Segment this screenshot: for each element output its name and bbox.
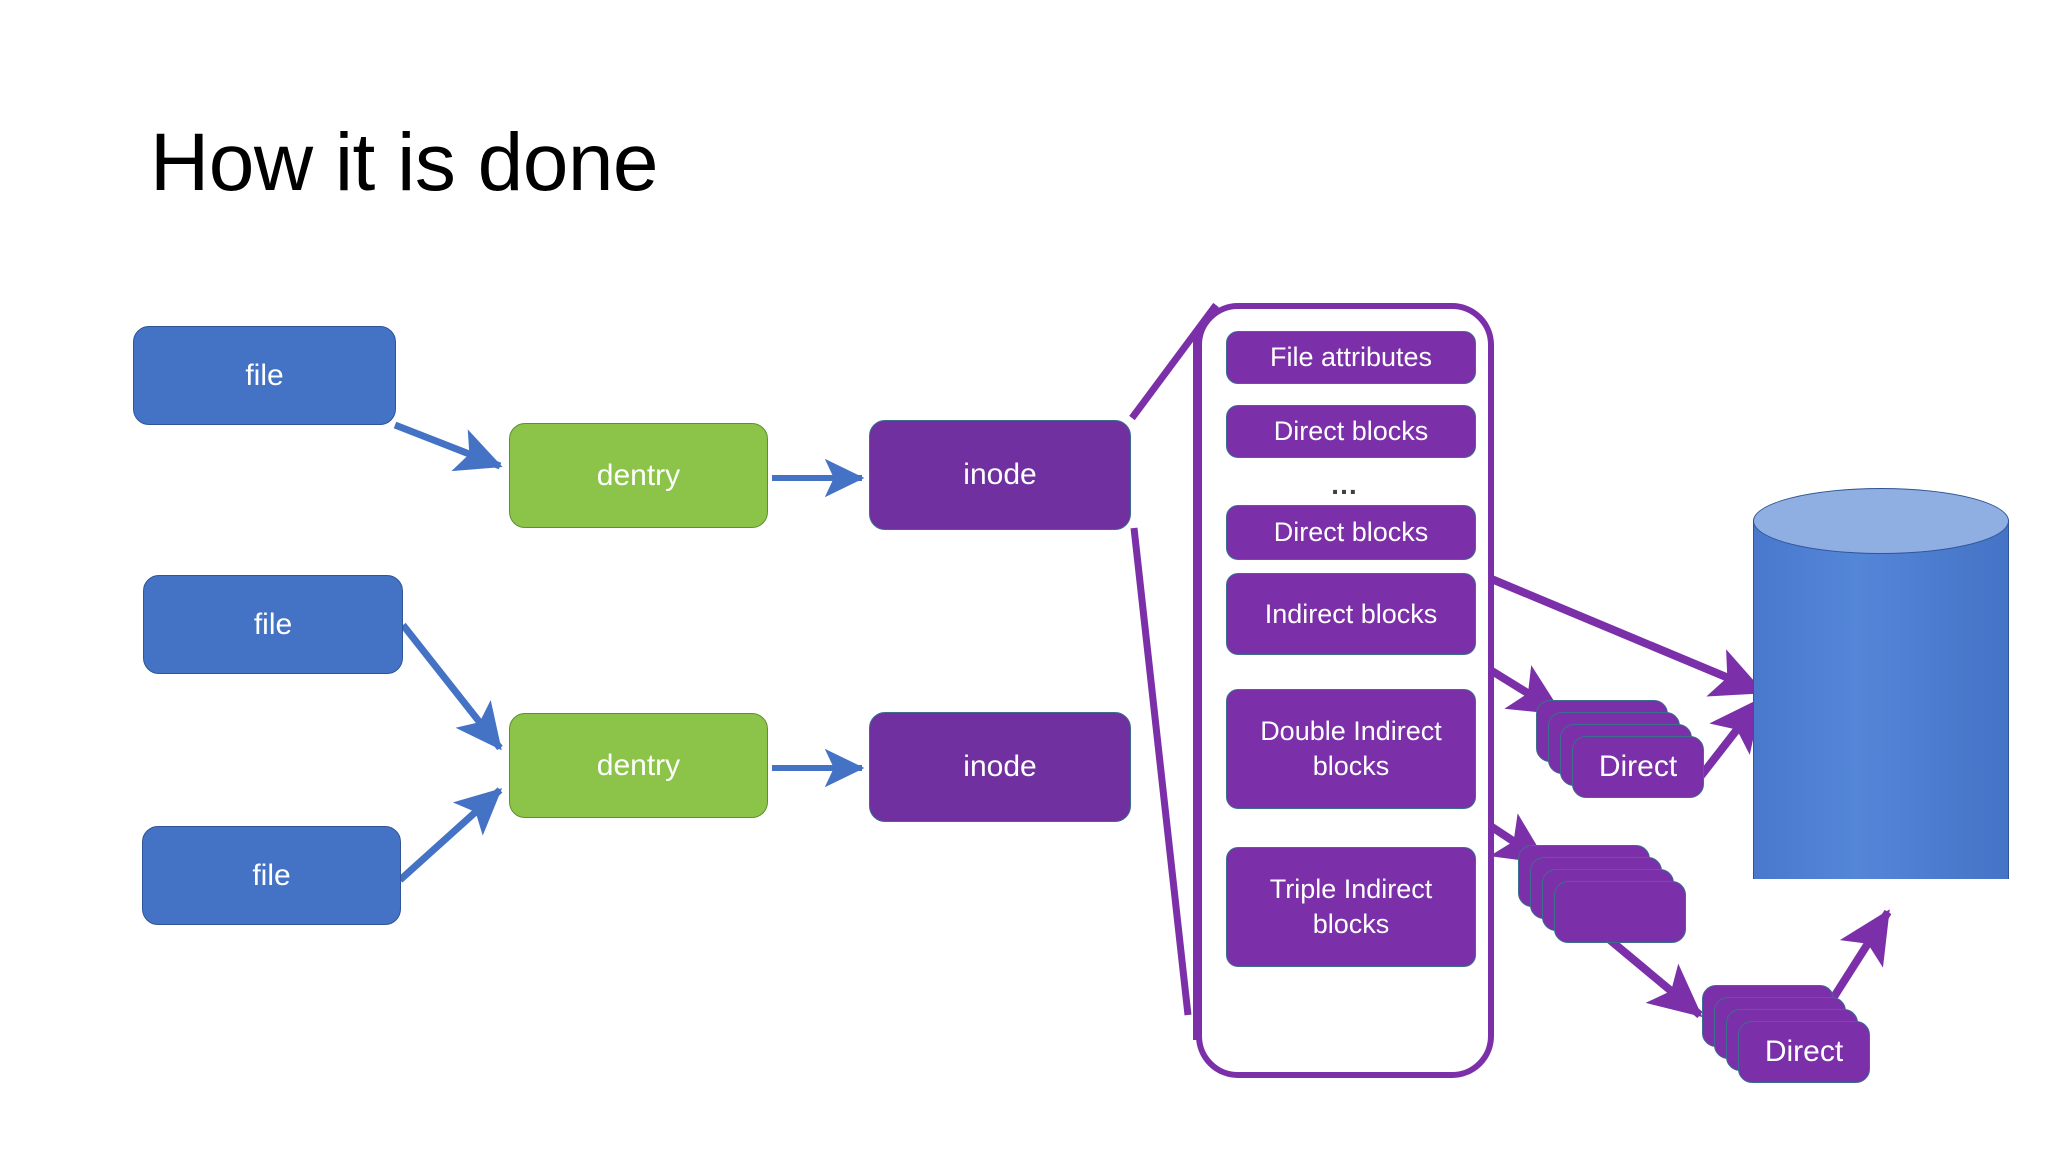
inode-field-file-attributes-label: File attributes [1269,342,1433,373]
inode-field-double-indirect-blocks-label: Double Indirect blocks [1260,716,1442,781]
edge-stack2-stack3 [1607,936,1703,1019]
block-stack-3-label: Direct [1764,1035,1844,1068]
inode-field-indirect-blocks[interactable]: Indirect blocks [1226,573,1476,655]
block-card-top[interactable]: Direct [1738,1021,1870,1083]
inode-field-triple-indirect-blocks-label: Triple Indirect blocks [1269,874,1433,939]
inode-field-direct-blocks-2[interactable]: Direct blocks [1226,505,1476,560]
block-stack-2[interactable] [1518,845,1686,945]
node-dentry-1[interactable]: dentry [509,423,768,528]
node-file-1[interactable]: file [133,326,396,425]
node-file-2-label: file [253,607,293,641]
inode-field-triple-indirect-blocks[interactable]: Triple Indirect blocks [1226,847,1476,967]
node-dentry-1-label: dentry [596,458,681,492]
node-dentry-2-label: dentry [596,748,681,782]
disk-top-ellipse [1753,488,2009,554]
disk-body [1753,521,2009,879]
edge-file1-dentry1 [393,421,503,472]
edge-inode1-panel-lower [1130,527,1192,1016]
inode-detail-panel: File attributes Direct blocks … Direct b… [1196,303,1494,1078]
block-card-top[interactable]: Direct [1572,736,1704,798]
inode-field-ellipsis: … [1330,469,1360,500]
node-inode-2-label: inode [963,750,1037,784]
node-file-1-label: file [245,358,284,392]
node-inode-2[interactable]: inode [869,712,1131,822]
node-file-3[interactable]: file [142,826,401,925]
node-inode-1[interactable]: inode [869,420,1131,530]
page-title: How it is done [150,117,659,208]
block-stack-1-label: Direct [1598,750,1678,783]
inode-field-indirect-blocks-label: Indirect blocks [1264,598,1438,629]
block-stack-1[interactable]: Direct [1536,700,1704,800]
edge-direct-blocks-disk [1468,566,1765,697]
node-file-3-label: file [252,858,291,892]
inode-field-file-attributes[interactable]: File attributes [1226,331,1476,384]
block-card-top[interactable] [1554,881,1686,943]
inode-field-direct-blocks-2-label: Direct blocks [1273,517,1429,548]
node-dentry-2[interactable]: dentry [509,713,768,818]
inode-field-direct-blocks-1[interactable]: Direct blocks [1226,405,1476,458]
node-file-2[interactable]: file [143,575,403,674]
inode-field-direct-blocks-1-label: Direct blocks [1273,416,1429,447]
disk-cylinder[interactable] [1753,488,2009,912]
edge-file2-dentry2 [400,622,503,751]
inode-field-double-indirect-blocks[interactable]: Double Indirect blocks [1226,689,1476,809]
block-stack-3[interactable]: Direct [1702,985,1870,1085]
edge-file3-dentry2 [397,787,503,883]
node-inode-1-label: inode [963,458,1037,492]
